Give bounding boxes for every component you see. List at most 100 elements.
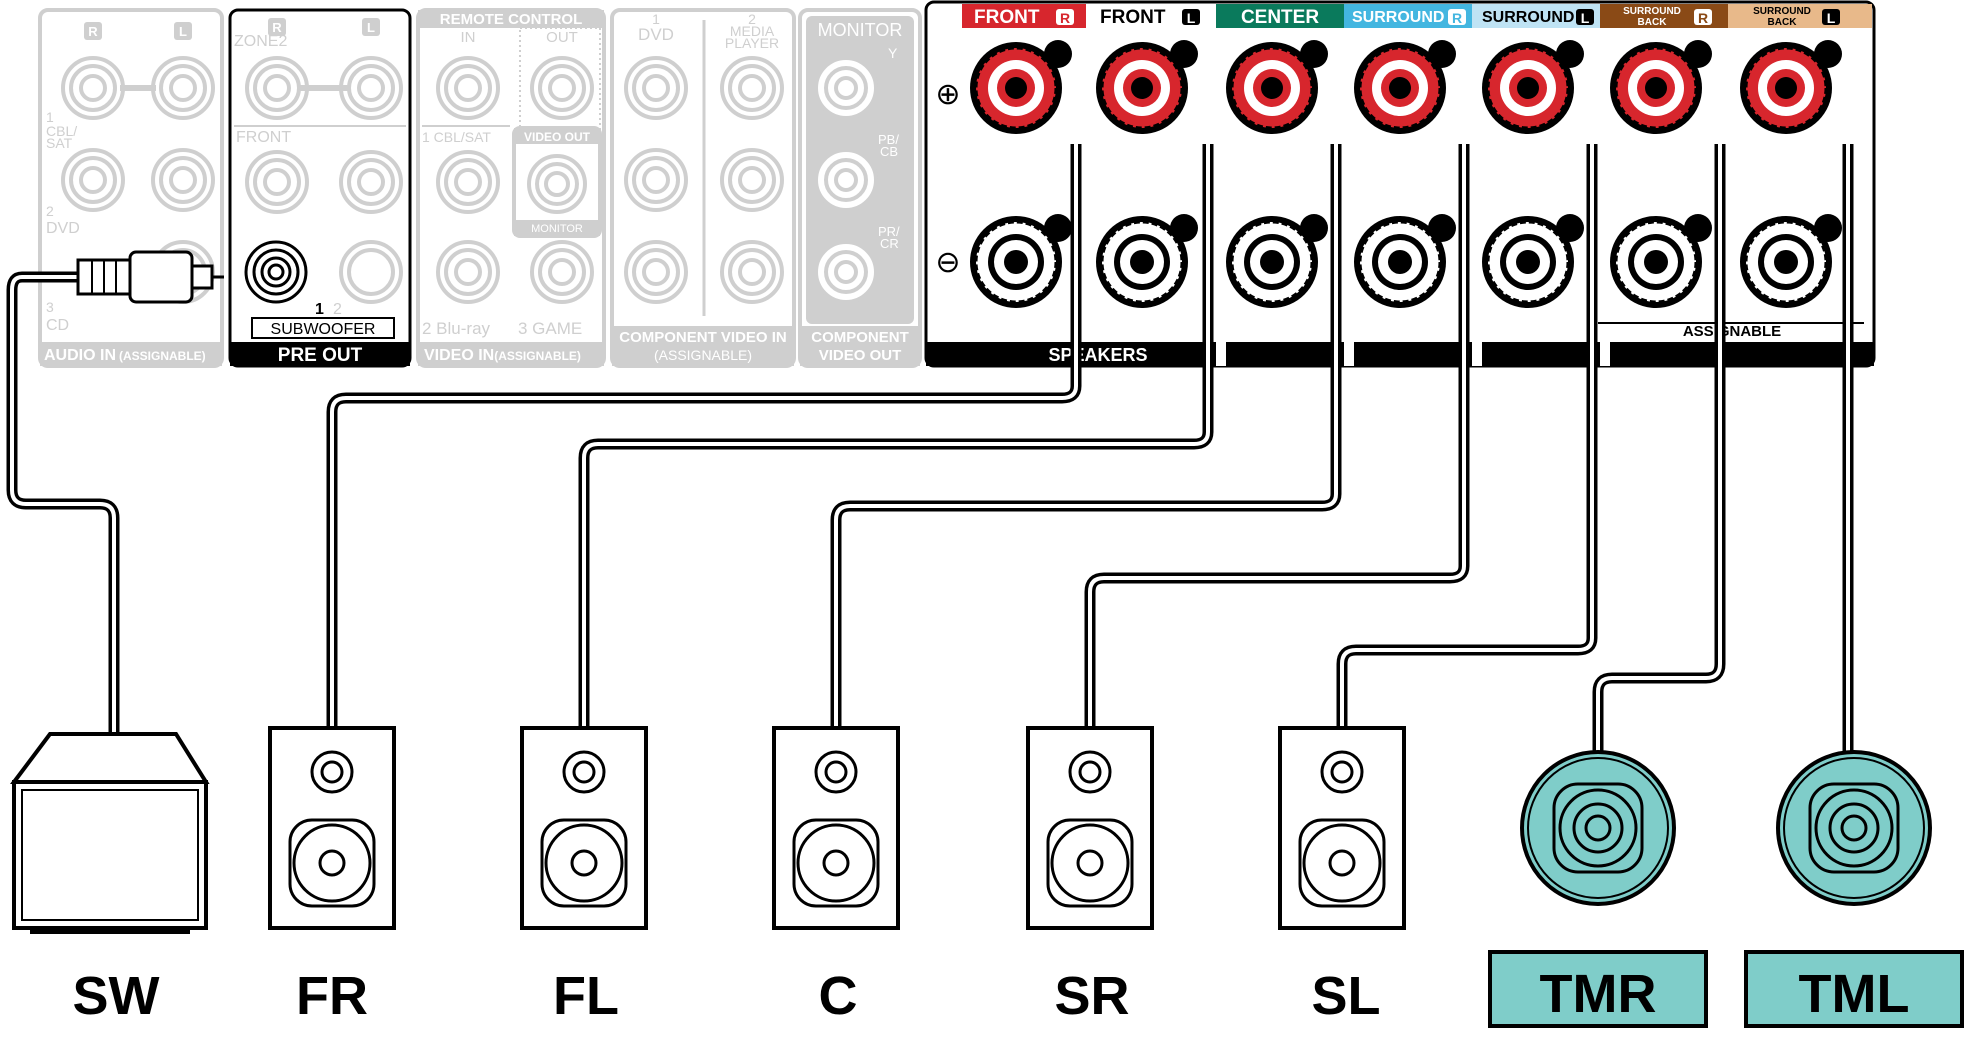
sub-num-2: 2 <box>333 301 342 318</box>
header-center: CENTER <box>1241 7 1319 28</box>
terminal-pair-0 <box>970 40 1072 308</box>
audio-in-1-sat: SAT <box>46 135 73 151</box>
terminal-pair-4 <box>1482 40 1584 308</box>
speakers-footer: SPEAKERS <box>1048 345 1147 365</box>
component-out-y-label: Y <box>888 45 898 61</box>
subwoofer-box <box>10 732 210 934</box>
label-sr: SR <box>1054 966 1129 1026</box>
audio-in-1-cbl: CBL/ <box>46 123 77 139</box>
audio-in-block: R L 1 CBL/ SAT 2 DVD 3 CD AUDIO IN(ASSIG… <box>38 8 224 368</box>
ceiling-speakers <box>1520 750 1932 906</box>
component-in-media-label: MEDIA <box>730 23 775 39</box>
header-surround-back-r: SURROUND <box>1623 6 1681 17</box>
assignable-label: ASSIGNABLE <box>1683 323 1781 340</box>
header-surround-back-l-side: L <box>1827 10 1836 26</box>
speaker-labels: SW FR FL C SR SL TMR TML <box>73 950 1964 1028</box>
pre-out-r-label: R <box>272 20 282 35</box>
label-c: C <box>819 966 858 1026</box>
audio-in-1-num: 1 <box>46 109 54 125</box>
bookshelf-speaker-2 <box>772 726 900 930</box>
component-out-pr-label: PR/ <box>878 224 900 239</box>
label-tmr-box <box>1488 950 1708 1028</box>
header-surround-l-side: L <box>1581 10 1590 26</box>
video-out-label: VIDEO OUT <box>524 130 591 144</box>
header-surround-r: SURROUND <box>1352 9 1444 26</box>
header-front-l-side: L <box>1187 10 1196 26</box>
cbl-sat-label: 1 CBL/SAT <box>422 129 491 145</box>
header-surround-l: SURROUND <box>1482 9 1574 26</box>
component-out-block: MONITOR Y PB/ CB PR/ CR COMPONENT VIDEO … <box>798 8 922 368</box>
component-out-pb-label: PB/ <box>878 132 899 147</box>
speaker-terminals <box>970 40 1842 308</box>
bookshelf-speaker-0 <box>268 726 396 930</box>
rca-plug <box>76 250 224 304</box>
minus-symbol: ⊖ <box>935 246 960 279</box>
video-in-footer: VIDEO IN(ASSIGNABLE) <box>424 347 581 364</box>
audio-in-3-cd: CD <box>46 317 69 334</box>
component-in-2-num: 2 <box>748 11 756 27</box>
audio-in-2-dvd: DVD <box>46 220 80 237</box>
component-out-cr-label: CR <box>880 236 899 251</box>
audio-in-2-num: 2 <box>46 203 54 219</box>
terminal-pair-3 <box>1354 40 1456 308</box>
component-out-footer-2: VIDEO OUT <box>819 347 902 364</box>
label-fl: FL <box>553 966 619 1026</box>
bookshelf-speakers <box>268 726 1406 930</box>
header-surround-back-l: SURROUND <box>1753 6 1811 17</box>
game-label: 3 GAME <box>518 319 582 338</box>
pre-out-footer: PRE OUT <box>278 345 363 366</box>
ceiling-speaker-1 <box>1776 750 1932 906</box>
video-out-monitor-label: MONITOR <box>531 223 583 235</box>
header-front-l: FRONT <box>1100 7 1166 28</box>
header-front-r: FRONT <box>974 7 1040 28</box>
bookshelf-speaker-4 <box>1278 726 1406 930</box>
label-tmr: TMR <box>1540 964 1657 1024</box>
component-out-cb-label: CB <box>880 144 898 159</box>
component-in-player-label: PLAYER <box>725 35 779 51</box>
header-center-bg <box>1216 4 1344 28</box>
speakers-block: ⊕ ⊖ FRONT R FRONT L CENTER SURROUND R SU… <box>924 0 1876 368</box>
component-out-footer-1: COMPONENT <box>811 329 909 346</box>
remote-in-label: IN <box>461 29 476 46</box>
component-out-monitor-label: MONITOR <box>818 20 903 40</box>
audio-in-l-label: L <box>179 24 187 39</box>
remote-out-label: OUT <box>546 29 578 46</box>
component-in-block: 1 DVD 2 MEDIA PLAYER COMPONENT VIDEO IN … <box>610 8 796 368</box>
terminal-pair-1 <box>1096 40 1198 308</box>
label-tml-box <box>1744 950 1964 1028</box>
speaker-channel-headers: FRONT R FRONT L CENTER SURROUND R SURROU… <box>962 4 1872 28</box>
header-surround-r-side: R <box>1452 10 1462 26</box>
label-fr: FR <box>296 966 368 1026</box>
pre-out-zone-label: ZONE2 <box>234 33 287 50</box>
header-surround-back-l-2: BACK <box>1768 17 1798 28</box>
sub-num-1: 1 <box>315 301 324 318</box>
pre-out-block: R L ZONE2 FRONT 1 2 SUBWOOFER PRE OUT <box>228 8 412 368</box>
component-in-footer-1: COMPONENT VIDEO IN <box>619 329 787 346</box>
component-in-1-num: 1 <box>652 11 660 27</box>
label-tml: TML <box>1799 964 1910 1024</box>
header-front-r-side: R <box>1060 10 1070 26</box>
bluray-label: 2 Blu-ray <box>422 319 491 338</box>
pre-out-l-label: L <box>367 20 375 35</box>
video-in-block: REMOTE CONTROL IN OUT 1 CBL/SAT VIDEO OU… <box>416 8 606 368</box>
header-surround-back-r-side: R <box>1698 10 1708 26</box>
terminal-pair-6 <box>1740 40 1842 308</box>
pre-out-front-label: FRONT <box>236 129 291 146</box>
subwoofer-pre-out-jack <box>244 240 308 304</box>
header-surround-back-r-2: BACK <box>1638 17 1668 28</box>
header-surround-back-l-bg <box>1728 4 1872 28</box>
audio-in-footer: AUDIO IN(ASSIGNABLE) <box>44 347 206 364</box>
terminal-pair-5 <box>1610 40 1712 308</box>
subwoofer-label: SUBWOOFER <box>271 321 376 338</box>
audio-in-3-num: 3 <box>46 299 54 315</box>
component-in-footer-2: (ASSIGNABLE) <box>654 347 752 363</box>
label-sw: SW <box>73 966 160 1026</box>
remote-control-label: REMOTE CONTROL <box>440 11 583 28</box>
bookshelf-speaker-1 <box>520 726 648 930</box>
audio-in-r-label: R <box>88 24 98 39</box>
terminal-pair-2 <box>1226 40 1328 308</box>
bookshelf-speaker-3 <box>1026 726 1154 930</box>
ceiling-speaker-0 <box>1520 750 1676 906</box>
